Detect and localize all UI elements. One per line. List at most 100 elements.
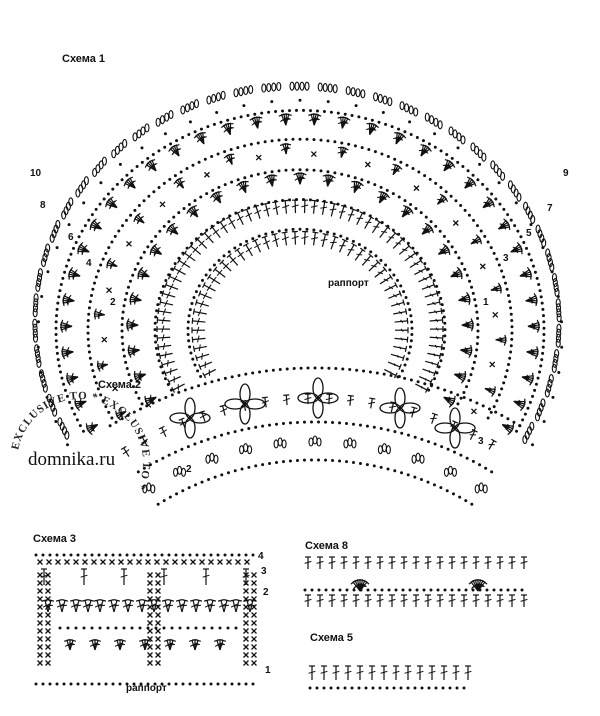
- chain-stitch-dot: [402, 290, 406, 294]
- double-crochet-bar: [452, 670, 460, 674]
- double-crochet-top: [191, 317, 194, 324]
- double-crochet-stitch: [246, 209, 253, 222]
- chain-stitch-dot: [426, 267, 430, 271]
- chain-stitch-dot: [317, 588, 321, 592]
- double-crochet-stitch: [129, 178, 136, 189]
- chain-stitch-dot: [177, 390, 181, 394]
- chain-stitch-dot: [350, 686, 354, 690]
- flower-petal: [169, 412, 191, 424]
- chain-stitch-dot: [140, 160, 144, 164]
- double-crochet-bar: [133, 294, 139, 301]
- double-crochet-stitch: [425, 360, 438, 366]
- double-crochet-stitch: [64, 295, 75, 302]
- chain-stitch-dot: [174, 553, 178, 557]
- chain-stitch-dot: [62, 382, 66, 386]
- double-crochet-top: [427, 146, 432, 152]
- chain-stitch-dot: [232, 116, 236, 120]
- double-crochet-bar: [424, 598, 432, 602]
- chain-stitch-dot: [153, 334, 157, 338]
- double-crochet-top: [85, 423, 88, 430]
- chain-stitch-dot: [274, 110, 278, 114]
- double-crochet-top: [375, 259, 381, 265]
- puff-stitch-oval: [547, 378, 553, 388]
- chain-stitch-dot: [399, 160, 403, 164]
- double-crochet-bar: [356, 670, 364, 674]
- chain-stitch-dot: [322, 199, 326, 203]
- chain-stitch-dot: [468, 279, 472, 283]
- chain-stitch-dot: [222, 217, 226, 221]
- chain-stitch-dot: [484, 466, 488, 470]
- single-crochet-x: [147, 596, 153, 602]
- single-crochet-x: [199, 559, 205, 565]
- chain-stitch-dot: [370, 118, 374, 122]
- double-crochet-bar: [486, 204, 491, 208]
- puff-stitch-oval: [57, 417, 63, 427]
- double-crochet-stitch: [294, 231, 297, 245]
- chain-stitch-dot: [419, 256, 423, 260]
- chain-stitch-dot: [499, 588, 503, 592]
- chain-stitch-dot: [254, 464, 258, 468]
- chain-stitch-dot: [216, 221, 220, 225]
- chain-stitch-dot: [101, 399, 105, 403]
- double-crochet-stitch: [330, 236, 336, 250]
- puff-stitch-oval: [546, 253, 552, 263]
- chain-stitch-dot: [308, 686, 312, 690]
- chain-stitch-dot: [445, 153, 449, 157]
- double-crochet-bar: [186, 253, 193, 260]
- chain-stitch-dot: [312, 228, 316, 232]
- chain-stitch-dot: [243, 176, 247, 180]
- double-crochet-bar: [263, 207, 271, 212]
- chain-stitch-dot: [83, 224, 87, 228]
- double-crochet-bar: [344, 670, 352, 674]
- double-crochet-stitch: [192, 337, 206, 341]
- double-crochet-stitch: [154, 245, 162, 255]
- puff-stitch-oval: [447, 465, 453, 475]
- chain-stitch-dot: [539, 364, 543, 368]
- chain-stitch-dot: [267, 110, 271, 114]
- chain-stitch-dot: [560, 345, 564, 349]
- double-crochet-stitch: [274, 201, 279, 215]
- puff-stitch-oval: [347, 437, 353, 447]
- chain-stitch-dot: [379, 465, 383, 469]
- double-crochet-top: [471, 428, 478, 433]
- chain-stitch-dot: [324, 420, 328, 424]
- puff-stitch-oval: [355, 88, 361, 98]
- chain-stitch-dot: [400, 431, 404, 435]
- chain-stitch-dot: [536, 376, 540, 380]
- double-crochet-top: [144, 395, 147, 402]
- chain-stitch-dot: [63, 388, 67, 392]
- double-crochet-stitch: [196, 301, 209, 307]
- chain-stitch-dot: [237, 682, 241, 686]
- puff-stitch-oval: [555, 333, 562, 343]
- double-crochet-bar: [304, 598, 312, 602]
- double-crochet-top: [534, 353, 539, 360]
- chain-stitch-dot: [194, 483, 198, 487]
- chain-stitch-dot: [486, 416, 490, 420]
- single-crochet-x: [37, 652, 43, 658]
- chain-stitch-dot: [489, 410, 493, 414]
- chain-stitch-dot: [148, 463, 152, 467]
- puff-stitch-oval: [312, 435, 318, 445]
- chain-stitch-dot: [440, 445, 444, 449]
- double-crochet-bar: [172, 275, 178, 283]
- chain-stitch-dot: [213, 475, 217, 479]
- single-crochet-x: [37, 660, 43, 666]
- single-crochet-x: [251, 652, 257, 658]
- chain-stitch-dot: [351, 422, 355, 426]
- chain-stitch-dot: [178, 626, 182, 630]
- single-crochet-x: [155, 580, 161, 586]
- single-crochet-x: [208, 559, 214, 565]
- single-crochet-x: [147, 644, 153, 650]
- double-crochet-bar: [254, 209, 262, 215]
- double-crochet-bar: [371, 264, 377, 268]
- double-crochet-top: [127, 599, 135, 602]
- chain-stitch-dot: [157, 359, 161, 363]
- double-crochet-stitch: [460, 349, 471, 356]
- double-crochet-stitch: [193, 310, 207, 315]
- puff-stitch-oval: [317, 82, 323, 92]
- chain-stitch-dot: [230, 180, 234, 184]
- chain-stitch-dot: [403, 363, 407, 367]
- double-crochet-top: [438, 352, 442, 360]
- chain-stitch-dot: [394, 588, 398, 592]
